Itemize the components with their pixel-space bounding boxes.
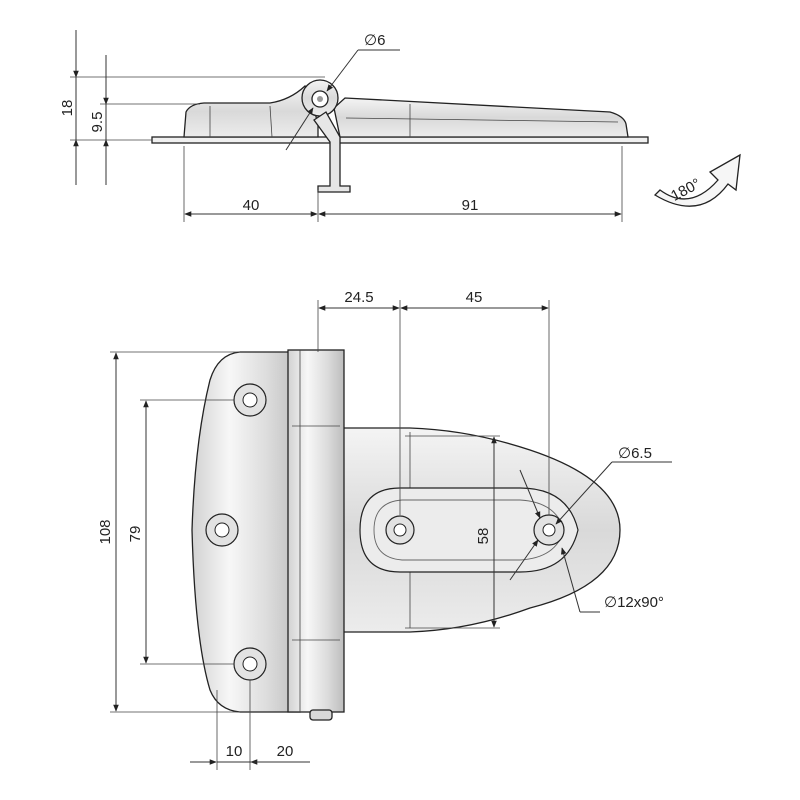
- front-view: 24.5 45 ∅6.5 ∅12x90° 58 108 79 10 20: [97, 289, 672, 770]
- dim-right-length: 91: [462, 197, 479, 214]
- left-leaf-holes: [205, 383, 267, 681]
- dim-hole-spacing: 45: [466, 289, 483, 306]
- right-leaf-profile: [333, 97, 629, 138]
- dim-plate-height: 9.5: [89, 112, 106, 133]
- base-plate: [151, 136, 649, 144]
- dim-edge-offset: 10: [226, 743, 243, 760]
- dim-hole-x: 20: [277, 743, 294, 760]
- dim-hole-diameter: ∅6.5: [618, 445, 652, 462]
- left-leaf: [191, 351, 301, 713]
- dim-left-length: 40: [243, 197, 260, 214]
- slot: [359, 487, 579, 573]
- z-flange: [313, 111, 351, 193]
- dim-total-height: 108: [97, 519, 114, 544]
- dim-pin-diameter: ∅6: [364, 32, 385, 49]
- top-view: ∅6 18 9.5 40 91 180°: [59, 30, 741, 222]
- dim-hole-pitch: 79: [127, 526, 144, 543]
- dim-countersink: ∅12x90°: [604, 594, 664, 611]
- dim-pin-offset: 24.5: [344, 289, 373, 306]
- hinge-barrel: [287, 349, 345, 713]
- left-leaf-profile: [183, 84, 319, 138]
- dim-slot-height: 58: [475, 528, 492, 545]
- dim-total-height-top: 18: [59, 100, 76, 117]
- rotation-180-symbol: 180°: [653, 153, 741, 207]
- pin-end: [309, 709, 333, 721]
